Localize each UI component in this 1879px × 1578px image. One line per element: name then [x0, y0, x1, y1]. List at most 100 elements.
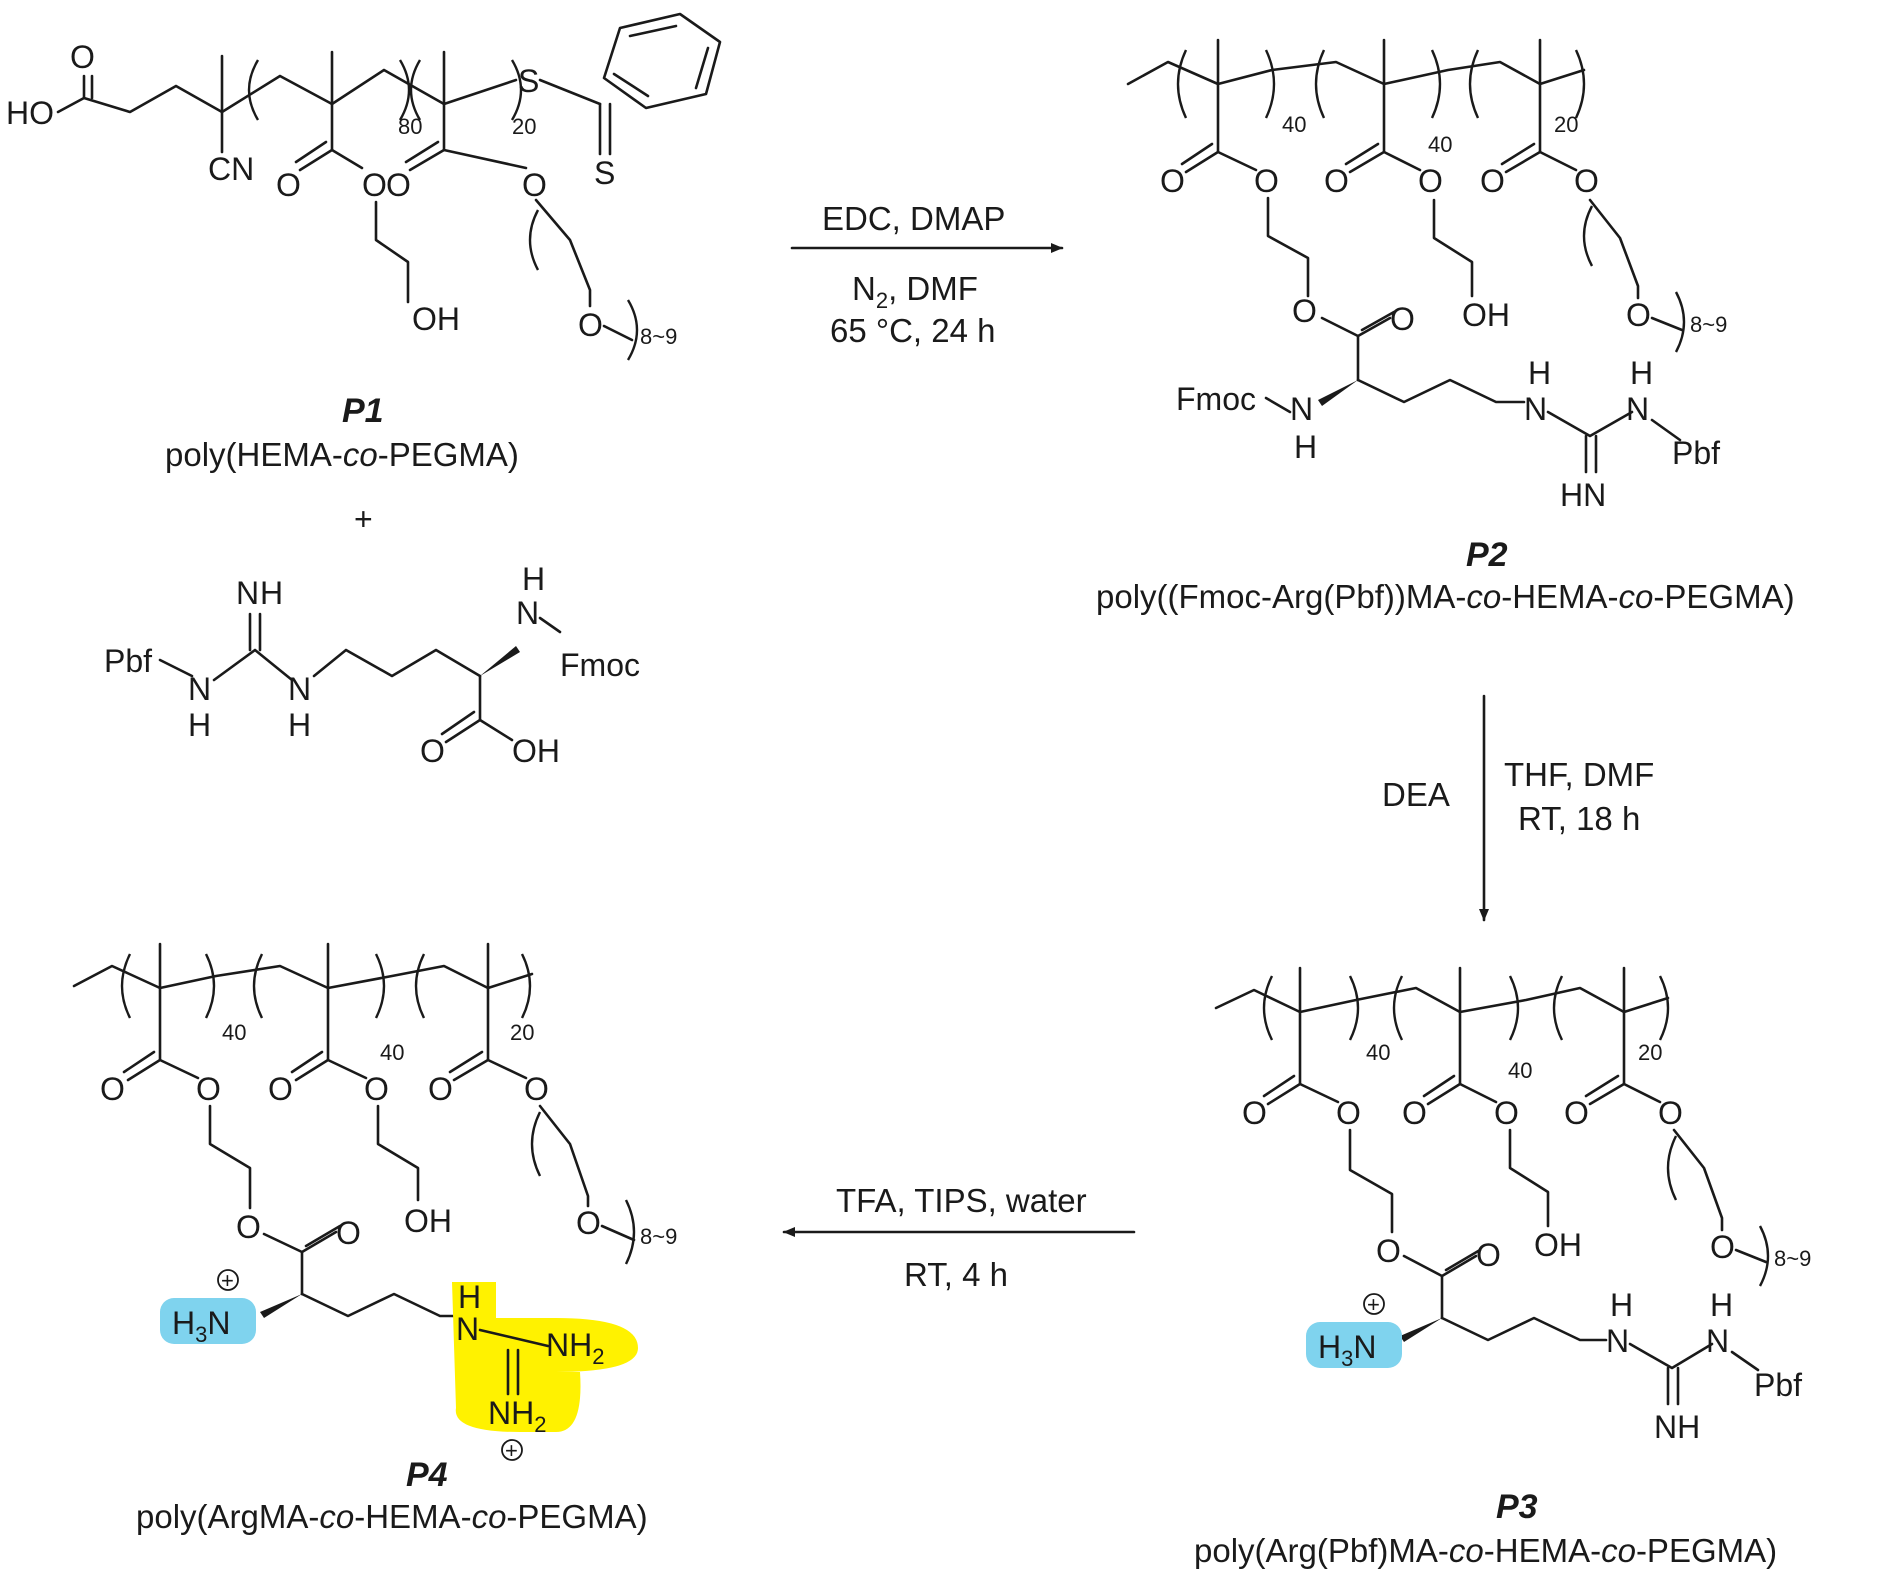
- svg-text:O: O: [1658, 1095, 1683, 1131]
- svg-text:O: O: [420, 733, 445, 769]
- svg-text:+: +: [221, 1268, 234, 1293]
- svg-text:O: O: [236, 1209, 261, 1245]
- svg-text:H: H: [1528, 355, 1551, 391]
- svg-text:40: 40: [1428, 132, 1452, 157]
- svg-text:O: O: [1242, 1095, 1267, 1131]
- svg-text:O: O: [428, 1071, 453, 1107]
- svg-text:O: O: [364, 1071, 389, 1107]
- svg-text:H: H: [458, 1279, 481, 1315]
- svg-text:8~9: 8~9: [1774, 1246, 1811, 1271]
- svg-text:S: S: [594, 155, 615, 191]
- svg-text:N: N: [188, 671, 211, 707]
- ammonium-highlight-p3: [1306, 1322, 1402, 1368]
- svg-text:O: O: [70, 39, 95, 75]
- svg-text:N: N: [1626, 391, 1649, 427]
- svg-text:CN: CN: [208, 151, 254, 187]
- svg-text:N: N: [1606, 1323, 1629, 1359]
- svg-text:O: O: [1254, 163, 1279, 199]
- guanidinium-nh2-top: NH2: [546, 1327, 604, 1369]
- svg-text:+: +: [354, 501, 373, 537]
- svg-text:O: O: [524, 1071, 549, 1107]
- svg-text:O: O: [1480, 163, 1505, 199]
- svg-text:H: H: [522, 561, 545, 597]
- svg-text:Pbf: Pbf: [1672, 435, 1720, 471]
- svg-text:N: N: [1290, 391, 1313, 427]
- svg-text:N: N: [288, 671, 311, 707]
- svg-text:20: 20: [512, 114, 536, 139]
- svg-text:40: 40: [1366, 1040, 1390, 1065]
- svg-text:20: 20: [1554, 112, 1578, 137]
- svg-text:40: 40: [222, 1020, 246, 1045]
- svg-text:THF, DMF: THF, DMF: [1504, 756, 1654, 793]
- svg-text:P2: P2: [1466, 536, 1508, 574]
- svg-text:O: O: [268, 1071, 293, 1107]
- p3-name: poly(Arg(Pbf)MA-co-HEMA-co-PEGMA): [1194, 1532, 1777, 1569]
- svg-text:OH: OH: [404, 1203, 452, 1239]
- svg-text:O: O: [1336, 1095, 1361, 1131]
- svg-text:H: H: [188, 707, 211, 743]
- svg-text:P3: P3: [1496, 1488, 1538, 1526]
- svg-text:O: O: [196, 1071, 221, 1107]
- svg-text:O: O: [1494, 1095, 1519, 1131]
- svg-text:+: +: [505, 1438, 518, 1463]
- ammonium-highlight-p4: [160, 1298, 256, 1344]
- svg-text:N: N: [1524, 391, 1547, 427]
- svg-text:O: O: [1626, 297, 1651, 333]
- structure-fmoc-arg-pbf-oh: N H Pbf N H N H N H Fmoc O OH: [104, 561, 640, 769]
- svg-text:S: S: [518, 63, 539, 99]
- svg-text:O: O: [1418, 163, 1443, 199]
- svg-text:DEA: DEA: [1382, 776, 1450, 813]
- svg-text:20: 20: [1638, 1040, 1662, 1065]
- svg-text:OH: OH: [1534, 1227, 1582, 1263]
- svg-text:O: O: [522, 167, 547, 203]
- p4-name: poly(ArgMA-co-HEMA-co-PEGMA): [136, 1498, 648, 1535]
- svg-text:Pbf: Pbf: [104, 643, 152, 679]
- p1-name: poly(HEMA-co-PEGMA): [165, 436, 519, 473]
- svg-text:O: O: [336, 1215, 361, 1251]
- svg-text:O: O: [1564, 1095, 1589, 1131]
- svg-text:O: O: [578, 307, 603, 343]
- structure-p3: 40 40 20 O O O O H3N + N H N H: [1214, 966, 1811, 1445]
- svg-text:H: H: [1630, 355, 1653, 391]
- ammonium-label-p4: H3N: [172, 1305, 230, 1347]
- svg-text:OH: OH: [1462, 297, 1510, 333]
- svg-text:H: H: [260, 575, 283, 611]
- svg-text:O: O: [1402, 1095, 1427, 1131]
- svg-text:EDC, DMAP: EDC, DMAP: [822, 200, 1005, 237]
- guanidinium-nh2-bottom: NH2: [488, 1395, 546, 1437]
- svg-text:O: O: [576, 1205, 601, 1241]
- svg-text:O: O: [1574, 163, 1599, 199]
- svg-text:H: H: [1294, 429, 1317, 465]
- guanidinium-highlight-p4: [452, 1282, 638, 1432]
- structure-p4: 40 40 20 O O O O H3N + H N NH2: [72, 942, 677, 1463]
- svg-text:8~9: 8~9: [640, 1224, 677, 1249]
- svg-text:O: O: [276, 167, 301, 203]
- svg-text:8~9: 8~9: [640, 324, 677, 349]
- step1-condition-2: N2, DMF: [852, 270, 978, 313]
- svg-text:20: 20: [510, 1020, 534, 1045]
- svg-text:P1: P1: [342, 392, 384, 430]
- svg-text:+: +: [1367, 1292, 1380, 1317]
- svg-text:O: O: [362, 167, 387, 203]
- svg-text:40: 40: [1508, 1058, 1532, 1083]
- svg-text:NH: NH: [1654, 1409, 1700, 1445]
- svg-text:40: 40: [380, 1040, 404, 1065]
- svg-text:H: H: [1710, 1287, 1733, 1323]
- svg-text:TFA, TIPS, water: TFA, TIPS, water: [836, 1182, 1087, 1219]
- svg-text:RT, 4 h: RT, 4 h: [904, 1256, 1008, 1293]
- svg-text:Fmoc: Fmoc: [560, 647, 640, 683]
- svg-text:N: N: [1706, 1323, 1729, 1359]
- svg-text:OH: OH: [512, 733, 560, 769]
- p2-name: poly((Fmoc-Arg(Pbf))MA-co-HEMA-co-PEGMA): [1096, 578, 1795, 615]
- svg-text:N: N: [516, 595, 539, 631]
- svg-text:HN: HN: [1560, 477, 1606, 513]
- svg-text:65 °C, 24 h: 65 °C, 24 h: [830, 312, 995, 349]
- svg-text:40: 40: [1282, 112, 1306, 137]
- svg-text:O: O: [1710, 1229, 1735, 1265]
- svg-text:O: O: [1292, 293, 1317, 329]
- svg-text:O: O: [1390, 301, 1415, 337]
- structure-p1: HO O CN 80 O O OH 20 O O O: [6, 12, 722, 361]
- svg-text:Pbf: Pbf: [1754, 1367, 1802, 1403]
- svg-text:O: O: [1376, 1233, 1401, 1269]
- svg-text:H: H: [288, 707, 311, 743]
